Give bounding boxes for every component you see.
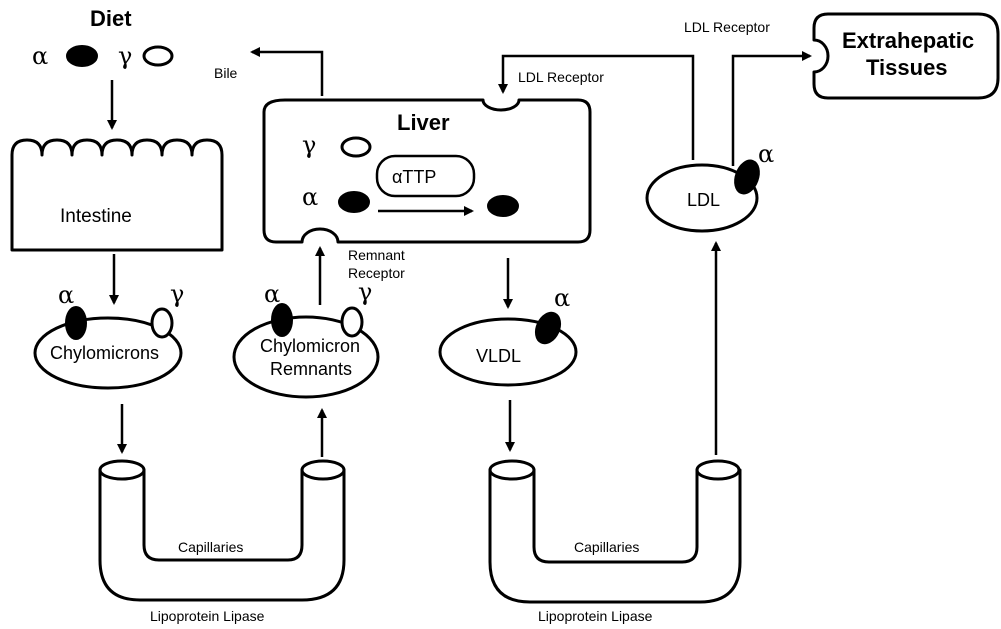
capillaries-right-tube	[490, 470, 740, 602]
capillaries-left-group: Capillaries Lipoprotein Lipase	[100, 461, 344, 624]
liver-group: Liver γ αTTP α Remnant Receptor	[264, 100, 590, 281]
liver-ldl-receptor-label: LDL Receptor	[518, 69, 604, 85]
liver-gamma-icon	[342, 138, 370, 156]
liver-alpha-transferred-icon	[488, 196, 518, 216]
chylomicrons-alpha-label: α	[58, 281, 74, 309]
capillaries-left-label: Capillaries	[178, 539, 243, 555]
intestine-group: Intestine	[12, 140, 222, 250]
chylomicrons-group: α γ Chylomicrons	[35, 280, 184, 388]
remnant-receptor-label-1: Remnant	[348, 247, 405, 263]
vldl-alpha-label: α	[554, 284, 570, 312]
chylomicrons-alpha-icon	[66, 307, 86, 339]
diet-gamma-label: γ	[118, 42, 132, 70]
liver-alpha-label: α	[302, 183, 318, 211]
diet-alpha-tocopherol-icon	[67, 46, 97, 66]
intestine-villi-shape	[12, 140, 222, 250]
remnants-gamma-icon	[342, 308, 362, 336]
diet-alpha-label: α	[32, 42, 48, 70]
extrahepatic-group: Extrahepatic Tissues	[814, 14, 998, 98]
ldl-label: LDL	[687, 190, 720, 210]
remnants-gamma-label: γ	[358, 278, 372, 306]
capillaries-right-group: Capillaries Lipoprotein Lipase	[490, 461, 740, 624]
diet-group: Diet α γ	[32, 6, 172, 70]
bile-label: Bile	[214, 65, 238, 81]
remnants-label-2: Remnants	[270, 359, 352, 379]
capillaries-right-label: Capillaries	[574, 539, 639, 555]
intestine-label: Intestine	[60, 206, 132, 227]
vldl-label: VLDL	[476, 346, 521, 366]
liver-title: Liver	[397, 110, 450, 135]
chylomicrons-gamma-icon	[152, 309, 172, 337]
liver-to-bile-arrow	[252, 52, 322, 96]
attp-label: αTTP	[392, 167, 436, 187]
remnants-alpha-label: α	[264, 280, 280, 308]
extrahepatic-label-2: Tissues	[866, 55, 948, 80]
extrahepatic-ldl-receptor-label: LDL Receptor	[684, 19, 770, 35]
remnants-group: α γ Chylomicron Remnants	[234, 278, 378, 397]
capillaries-left-lipase: Lipoprotein Lipase	[150, 608, 265, 624]
capillaries-left-opening-a	[100, 461, 144, 479]
remnant-receptor-label-2: Receptor	[348, 265, 405, 281]
extrahepatic-label-1: Extrahepatic	[842, 28, 974, 53]
capillaries-right-opening-b	[697, 461, 739, 479]
chylomicrons-label: Chylomicrons	[50, 343, 159, 363]
ldl-group: α LDL	[647, 140, 774, 231]
chylomicrons-gamma-label: γ	[170, 280, 184, 308]
ldl-alpha-label: α	[758, 140, 774, 168]
liver-alpha-icon	[339, 192, 369, 212]
capillaries-left-tube	[100, 470, 344, 600]
capillaries-right-lipase: Lipoprotein Lipase	[538, 608, 653, 624]
remnants-label-1: Chylomicron	[260, 336, 360, 356]
liver-gamma-label: γ	[302, 131, 316, 159]
capillaries-right-opening-a	[490, 461, 534, 479]
diet-gamma-tocopherol-icon	[144, 47, 172, 65]
remnants-alpha-icon	[272, 304, 292, 336]
diet-title: Diet	[90, 6, 132, 31]
capillaries-left-opening-b	[302, 461, 344, 479]
